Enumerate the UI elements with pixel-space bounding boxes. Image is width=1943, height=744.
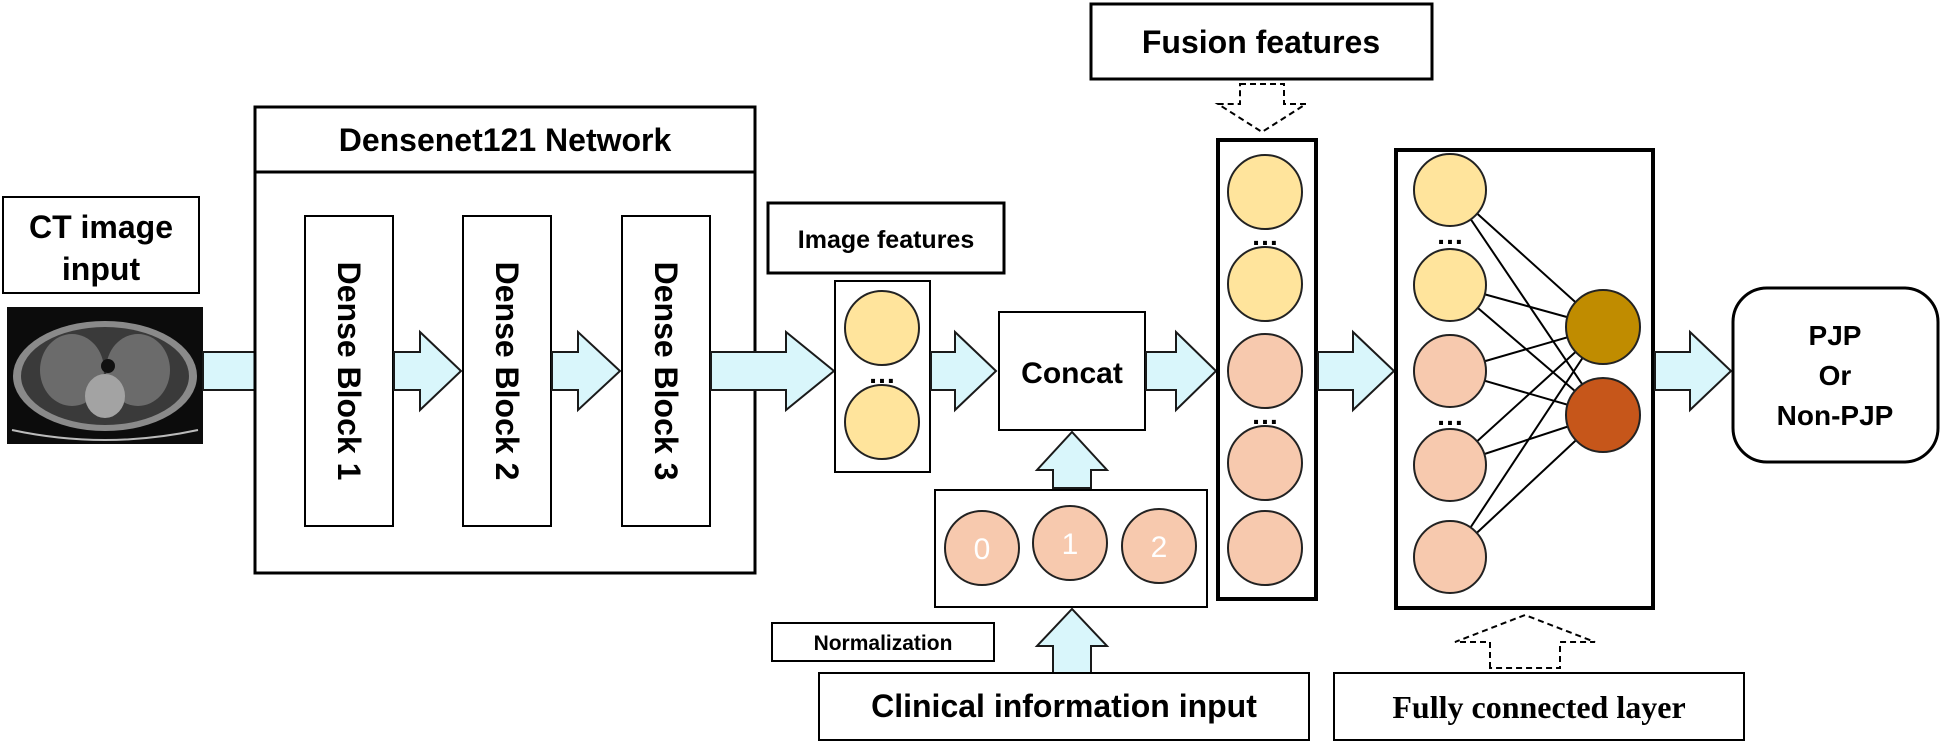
fusion-features-label-box (1089, 2, 1434, 81)
image-features-label: Image features (798, 226, 974, 254)
ct-input-label-box (2, 196, 200, 294)
fusion-feature-node (1227, 154, 1303, 230)
output-label-line3: Non-PJP (1777, 400, 1894, 431)
normalization-label-box (771, 622, 995, 662)
image-features-ellipsis: … (868, 358, 896, 389)
fully-connected-label-box (1333, 672, 1745, 741)
dashed-arrow-fusion (1214, 83, 1310, 134)
arrow-clinical-input-up (1034, 607, 1110, 674)
arrow-block2-to-block3 (551, 329, 622, 413)
arrow-block1-to-block2 (393, 329, 463, 413)
fc-output-node-2 (1565, 377, 1641, 453)
arrow-fc-to-output (1654, 329, 1733, 413)
image-feature-node (844, 290, 920, 366)
image-feature-node (844, 384, 920, 460)
ct-input-label-line2: input (62, 251, 141, 287)
network-title: Densenet121 Network (339, 122, 672, 158)
fusion-ellipsis: … (1251, 220, 1279, 251)
fully-connected-label: Fully connected layer (1392, 689, 1685, 725)
fusion-feature-node (1227, 333, 1303, 409)
clinical-node-label: 1 (1062, 528, 1079, 561)
arrow-fusion-to-fc (1317, 329, 1396, 413)
arrow-clinical-to-concat (1034, 430, 1110, 489)
output-label-line1: PJP (1809, 320, 1862, 351)
fc-input-node (1413, 153, 1487, 227)
fusion-feature-node (1227, 246, 1303, 322)
dense-block-3-label: Dense Block 3 (648, 262, 684, 481)
concat-box (998, 311, 1146, 431)
clinical-input-label: Clinical information input (871, 688, 1257, 724)
output-box (1731, 286, 1940, 464)
fc-input-node (1413, 248, 1487, 322)
clinical-node (1121, 508, 1197, 584)
arrow-network-to-image-features (710, 329, 836, 413)
fc-input-node (1413, 520, 1487, 594)
dashed-arrow-fc (1454, 613, 1596, 669)
fc-input-node (1413, 428, 1487, 502)
fusion-ellipsis: … (1251, 399, 1279, 430)
dense-block-2 (462, 215, 552, 527)
fc-output-node-1 (1565, 289, 1641, 365)
concat-label: Concat (1021, 357, 1123, 390)
fc-input-node (1413, 334, 1487, 408)
clinical-node-label: 0 (974, 533, 991, 566)
ct-input-label-line1: CT image (29, 209, 173, 245)
dense-block-3 (621, 215, 711, 527)
fusion-feature-node (1227, 425, 1303, 501)
clinical-node (1032, 505, 1108, 581)
ct-scan-image (7, 307, 203, 444)
clinical-node (944, 510, 1020, 586)
arrow-concat-to-fusion (1145, 329, 1218, 413)
arrow-image-features-to-concat (930, 329, 998, 413)
image-features-label-box (766, 201, 1006, 275)
dense-block-1-label: Dense Block 1 (331, 262, 367, 481)
clinical-input-label-box (818, 672, 1310, 741)
dense-block-2-label: Dense Block 2 (489, 262, 525, 481)
fc-ellipsis: … (1436, 400, 1464, 431)
clinical-node-label: 2 (1151, 531, 1168, 564)
normalization-label: Normalization (814, 632, 953, 655)
fusion-features-label: Fusion features (1142, 24, 1380, 60)
output-label-line2: Or (1819, 360, 1852, 391)
fc-ellipsis: … (1436, 219, 1464, 250)
fusion-feature-node (1227, 510, 1303, 586)
dense-block-1 (304, 215, 394, 527)
